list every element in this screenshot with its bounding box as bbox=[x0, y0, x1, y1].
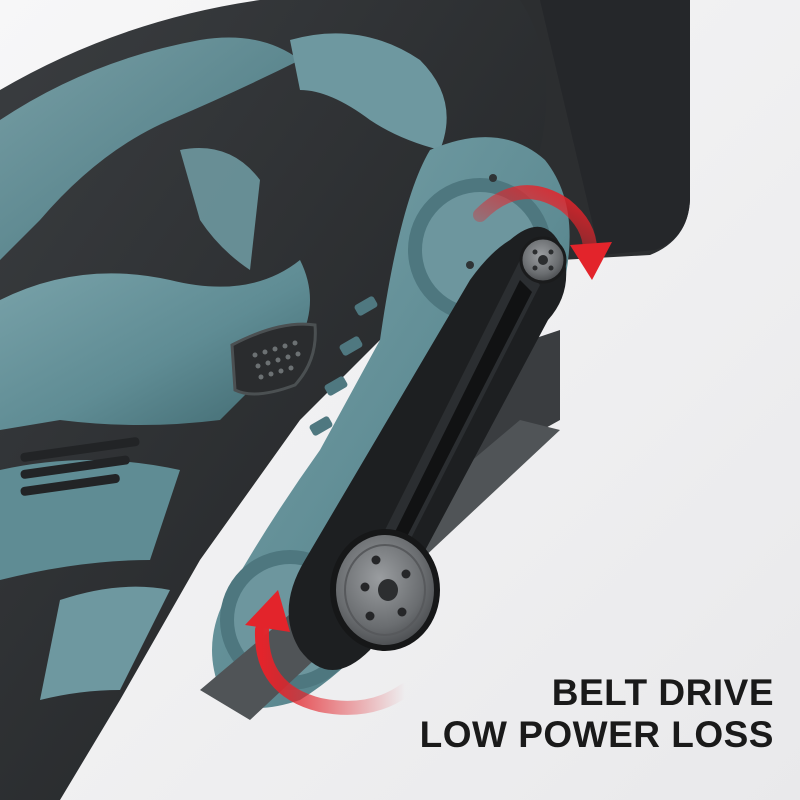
drive-pulley-small bbox=[519, 236, 567, 284]
grip-button bbox=[230, 322, 317, 396]
rotation-arrow-icon bbox=[245, 590, 412, 715]
drive-pulley-large bbox=[330, 529, 440, 651]
caption-line-2: LOW POWER LOSS bbox=[419, 714, 774, 755]
rotation-arrow-icon bbox=[473, 185, 612, 280]
caption-line-1: BELT DRIVE bbox=[551, 672, 774, 713]
